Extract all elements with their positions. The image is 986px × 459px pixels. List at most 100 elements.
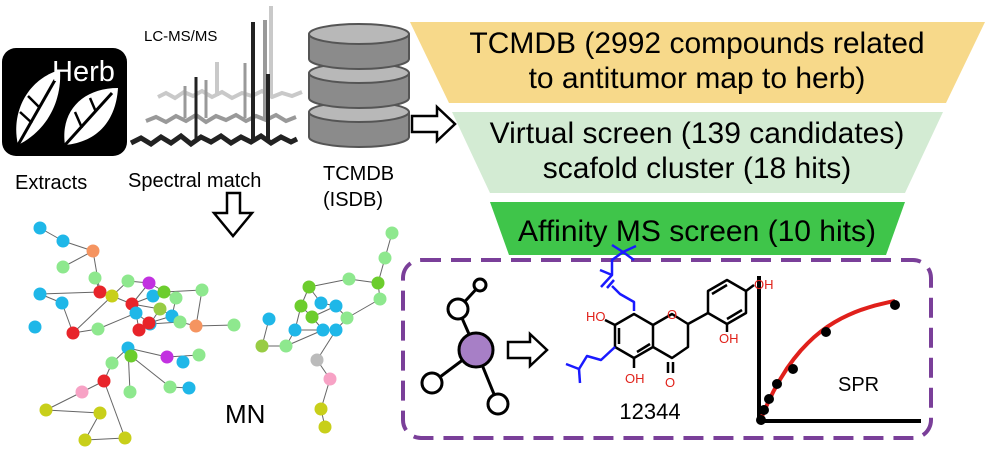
network-edge	[285, 329, 324, 347]
network-node	[342, 272, 356, 286]
network-node	[146, 289, 160, 303]
spr-label: SPR	[838, 374, 879, 396]
network-edge	[130, 355, 171, 388]
network-node	[305, 310, 319, 324]
arrow-right-icon	[410, 104, 457, 144]
network-node	[176, 355, 190, 369]
network-label: MN	[225, 399, 265, 429]
network-node	[310, 353, 324, 367]
network-node	[157, 285, 171, 299]
network-node	[86, 244, 100, 258]
network-node	[118, 431, 132, 445]
network-node	[169, 291, 183, 305]
network-node	[160, 350, 174, 364]
network-node	[56, 234, 70, 248]
atom-oh-top: OH	[754, 277, 774, 292]
network-node	[55, 296, 69, 310]
atom-o-ring: O	[667, 307, 677, 322]
network-node	[56, 260, 70, 274]
compound-id: 12344	[619, 399, 680, 424]
network-edge	[72, 295, 113, 334]
network-node	[105, 356, 119, 370]
network-edge	[45, 391, 83, 411]
network-node	[91, 322, 105, 336]
network-node	[314, 402, 328, 416]
network-node	[33, 287, 47, 301]
network-node	[97, 374, 111, 388]
network-node	[318, 420, 332, 434]
herb-label: Herb	[52, 56, 115, 88]
network-node	[262, 312, 276, 326]
network-node	[153, 302, 167, 316]
network-node	[66, 326, 80, 340]
network-node	[93, 285, 107, 299]
network-node	[294, 299, 308, 313]
herb-icon	[2, 48, 127, 156]
network-node	[123, 385, 137, 399]
funnel-2-line-1: Virtual screen (139 candidates)	[490, 117, 905, 150]
network-node	[121, 274, 135, 288]
funnel-2-line-2: scafold cluster (18 hits)	[543, 152, 851, 185]
arrow-right-icon	[506, 331, 549, 369]
database-icon	[308, 23, 410, 148]
arrow-down-icon	[211, 191, 255, 238]
lcms-label: LC-MS/MS	[144, 28, 217, 45]
network-node	[182, 381, 196, 395]
network-edge	[103, 380, 126, 439]
network-node	[195, 283, 209, 297]
network-node	[329, 299, 343, 313]
spr-data-point	[788, 364, 798, 374]
network-node	[227, 318, 241, 332]
molecular-network	[28, 221, 399, 447]
funnel-1-line-2: to antitumor map to herb)	[529, 62, 866, 95]
ms-spectrum	[129, 6, 303, 148]
network-node	[314, 296, 328, 310]
funnel-stage-2	[452, 112, 943, 193]
db-caption-2: (ISDB)	[323, 189, 383, 211]
spr-data-point	[890, 300, 900, 310]
atom-oh-b: OH	[719, 331, 739, 346]
network-edge	[97, 312, 137, 330]
atom-ho: HO	[586, 309, 606, 324]
network-edge	[39, 291, 101, 295]
network-node	[323, 372, 337, 386]
spr-plot	[756, 276, 921, 425]
network-node	[373, 292, 387, 306]
network-edge	[127, 347, 168, 358]
spr-data-point	[821, 327, 831, 337]
funnel-stage-3	[490, 202, 905, 255]
network-node	[132, 323, 146, 337]
network-node	[255, 339, 269, 353]
network-node	[93, 406, 107, 420]
network-node	[142, 276, 156, 290]
network-node	[78, 433, 92, 447]
funnel-3-line-1: Affinity MS screen (10 hits)	[518, 215, 876, 248]
network-node	[142, 316, 156, 330]
network-node	[129, 306, 143, 320]
funnel-stage-1	[410, 22, 985, 103]
network-node	[105, 289, 119, 303]
spr-data-point	[772, 379, 782, 389]
network-node	[302, 280, 316, 294]
network-node	[75, 385, 89, 399]
network-node	[385, 226, 399, 240]
target-binding-icon	[420, 277, 510, 416]
result-box	[401, 258, 933, 440]
atom-oh-bottom: OH	[625, 371, 645, 386]
network-node	[124, 349, 138, 363]
chemical-structure	[565, 243, 755, 384]
spectral-caption: Spectral match	[128, 170, 261, 192]
network-node	[371, 276, 385, 290]
network-edge	[308, 278, 350, 288]
network-node	[173, 315, 187, 329]
network-node	[378, 251, 392, 265]
network-node	[33, 221, 47, 235]
network-node	[288, 323, 302, 337]
network-node	[340, 311, 354, 325]
network-node	[329, 323, 343, 337]
network-node	[163, 380, 177, 394]
spr-fit-curve	[758, 299, 896, 422]
network-edge	[84, 437, 126, 441]
network-edge	[45, 409, 101, 414]
